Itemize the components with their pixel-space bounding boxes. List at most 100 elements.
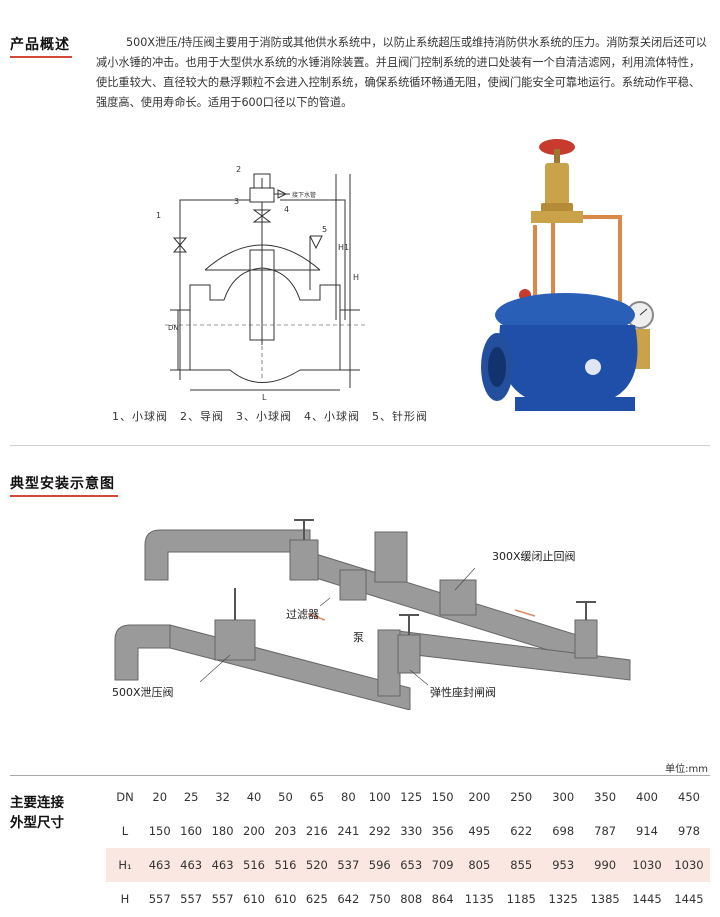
- dimensions-title-line2: 外型尺寸: [10, 815, 64, 831]
- table-row-h1: H₁ 463 463 463 516 516 520 537 596 653 7…: [106, 848, 710, 882]
- overview-title: 产品概述: [10, 37, 70, 53]
- table-cell: 200: [243, 824, 265, 838]
- table-cell: 610: [243, 892, 265, 906]
- overview-text: 500X泄压/持压阀主要用于消防或其他供水系统中，以防止系统超压或维持消防供水系…: [96, 36, 707, 109]
- callout-pump: 泵: [353, 631, 364, 644]
- installation-diagram: [114, 519, 631, 710]
- table-cell: 610: [274, 892, 297, 906]
- table-cell: 808: [400, 892, 423, 906]
- table-cell: 1185: [506, 892, 536, 906]
- schematic-legend: 1、小球阀 2、导阀 3、小球阀 4、小球阀 5、针形阀: [112, 410, 428, 423]
- table-cell: 463: [144, 848, 176, 882]
- table-cell: 241: [337, 824, 360, 838]
- row-header: H: [120, 892, 130, 906]
- table-cell: 40: [246, 790, 262, 804]
- dimensions-title: 主要连接 外型尺寸: [10, 793, 64, 833]
- table-cell: 125: [400, 790, 423, 804]
- num-label-4: 4: [284, 205, 289, 214]
- dim-h1: H1: [338, 243, 349, 252]
- table-cell: 622: [510, 824, 533, 838]
- table-cell: 250: [510, 790, 533, 804]
- table-cell: 350: [594, 790, 617, 804]
- num-label-5: 5: [322, 225, 327, 234]
- table-cell: 1445: [674, 892, 704, 906]
- table-cell: 330: [400, 824, 423, 838]
- dim-dn: DN: [168, 324, 179, 332]
- table-cell: 463: [175, 848, 207, 882]
- row-header: L: [121, 824, 129, 838]
- callout-check-valve: 300X缓闭止回阀: [492, 550, 576, 563]
- dim-h: H: [353, 273, 359, 282]
- install-title-underline: [10, 495, 118, 497]
- table-cell: 100: [368, 790, 391, 804]
- section-divider: [10, 445, 710, 446]
- table-cell: 557: [148, 892, 171, 906]
- table-cell: 557: [211, 892, 234, 906]
- table-cell: 400: [636, 790, 658, 804]
- table-cell: 698: [552, 824, 575, 838]
- table-cell: 1325: [548, 892, 578, 906]
- table-cell: 978: [678, 824, 700, 838]
- table-cell: 150: [148, 824, 171, 838]
- table-cell: 160: [180, 824, 203, 838]
- table-cell: 709: [426, 848, 459, 882]
- callout-gate-valve: 弹性座封闸阀: [430, 686, 496, 699]
- table-row-dn: DN 20 25 32 40 50 65 80 100 125 150 200 …: [106, 780, 710, 814]
- table-cell: 1445: [632, 892, 662, 906]
- table-cell: 557: [180, 892, 203, 906]
- table-cell: 180: [211, 824, 234, 838]
- table-cell: 642: [337, 892, 360, 906]
- table-cell: 450: [678, 790, 700, 804]
- table-cell: 516: [269, 848, 302, 882]
- table-cell: 463: [206, 848, 239, 882]
- table-cell: 787: [594, 824, 617, 838]
- table-cell: 1385: [590, 892, 620, 906]
- table-cell: 292: [368, 824, 391, 838]
- overview-title-underline: [10, 56, 72, 58]
- table-cell: 805: [458, 848, 501, 882]
- table-cell: 990: [584, 848, 627, 882]
- table-cell: 203: [274, 824, 297, 838]
- row-header: H₁: [106, 848, 144, 882]
- dimensions-top-rule: [10, 775, 710, 776]
- unit-label: 单位:mm: [665, 764, 708, 775]
- table-cell: 516: [238, 848, 270, 882]
- table-cell: 1030: [626, 848, 668, 882]
- table-cell: 653: [395, 848, 427, 882]
- table-cell: 80: [341, 790, 356, 804]
- num-label-3: 3: [234, 197, 239, 206]
- row-header: DN: [116, 790, 134, 804]
- table-cell: 20: [152, 790, 168, 804]
- install-title: 典型安装示意图: [10, 476, 115, 492]
- callout-strainer: 过滤器: [286, 608, 319, 621]
- table-cell: 537: [332, 848, 365, 882]
- table-cell: 300: [552, 790, 575, 804]
- table-cell: 356: [431, 824, 454, 838]
- table-cell: 953: [542, 848, 585, 882]
- table-row-h: H 557 557 557 610 610 625 642 750 808 86…: [106, 882, 710, 916]
- num-label-2: 2: [236, 165, 241, 174]
- num-label-1: 1: [156, 211, 161, 220]
- table-cell: 855: [500, 848, 543, 882]
- valve-product-photo: [481, 139, 654, 411]
- table-cell: 914: [636, 824, 658, 838]
- table-cell: 864: [431, 892, 454, 906]
- table-cell: 625: [305, 892, 328, 906]
- table-cell: 216: [305, 824, 328, 838]
- table-cell: 495: [468, 824, 491, 838]
- table-cell: 520: [301, 848, 333, 882]
- table-cell: 1030: [667, 848, 710, 882]
- dim-l: L: [262, 393, 267, 402]
- table-row-l: L 150 160 180 200 203 216 241 292 330 35…: [106, 814, 710, 848]
- valve-schematic-diagram: 1 2 3 4 5 接下水管 H1 H DN L: [156, 165, 365, 402]
- table-cell: 32: [215, 790, 230, 804]
- table-cell: 596: [364, 848, 396, 882]
- table-cell: 25: [183, 790, 199, 804]
- table-cell: 50: [278, 790, 293, 804]
- table-cell: 200: [468, 790, 491, 804]
- table-cell: 1135: [464, 892, 494, 906]
- table-cell: 150: [431, 790, 454, 804]
- table-cell: 750: [368, 892, 391, 906]
- dimensions-table: DN 20 25 32 40 50 65 80 100 125 150 200 …: [106, 780, 710, 916]
- table-cell: 65: [309, 790, 325, 804]
